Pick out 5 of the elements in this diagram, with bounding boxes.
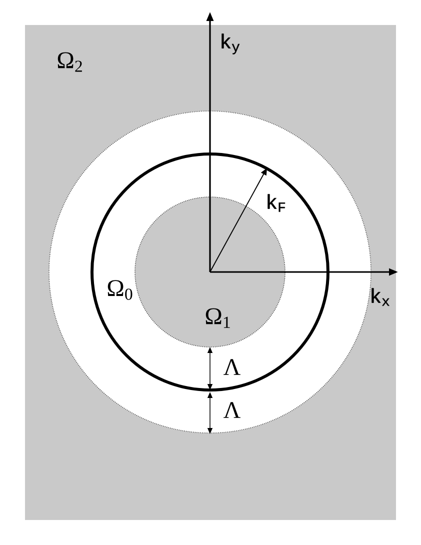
region-label: Ω$_{2}$	[58, 52, 82, 72]
dimension-label: Λ	[224, 359, 240, 375]
region-label: Ω$_{0}$	[108, 280, 132, 300]
dimension-label: Λ	[224, 402, 240, 418]
region-label: Ω$_{1}$	[206, 308, 230, 328]
